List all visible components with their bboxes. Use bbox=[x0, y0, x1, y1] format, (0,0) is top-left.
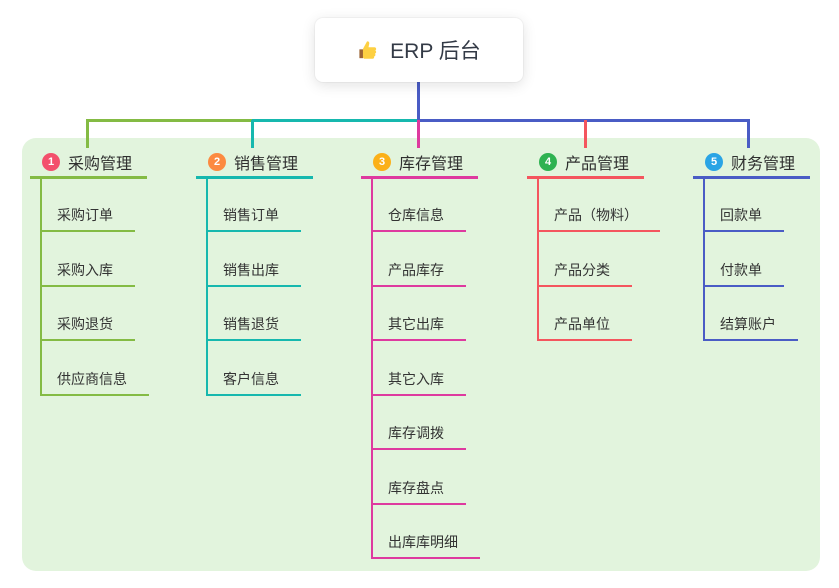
branch-number-badge: 1 bbox=[42, 153, 60, 171]
branch-title-label: 产品管理 bbox=[565, 156, 630, 173]
child-node[interactable]: 销售出库 bbox=[206, 257, 301, 287]
root-connector-line bbox=[417, 82, 420, 122]
branch-underline bbox=[693, 176, 810, 179]
branch-underline bbox=[196, 176, 313, 179]
bus-segment bbox=[417, 119, 750, 122]
branch-spine bbox=[371, 179, 373, 559]
branch-number-badge: 4 bbox=[539, 153, 557, 171]
child-node[interactable]: 库存调拨 bbox=[371, 420, 466, 450]
branch-drop-line bbox=[251, 120, 254, 148]
branch-number-badge: 2 bbox=[208, 153, 226, 171]
branch-title-4[interactable]: 4 产品管理 bbox=[539, 151, 629, 173]
child-node[interactable]: 回款单 bbox=[703, 202, 784, 232]
branch-drop-line bbox=[747, 120, 750, 148]
branch-title-5[interactable]: 5 财务管理 bbox=[705, 151, 795, 173]
child-node[interactable]: 库存盘点 bbox=[371, 475, 466, 505]
child-node[interactable]: 其它出库 bbox=[371, 311, 466, 341]
branch-spine bbox=[206, 179, 208, 396]
root-node-label: ERP 后台 bbox=[390, 40, 481, 63]
child-node[interactable]: 仓库信息 bbox=[371, 202, 466, 232]
branch-number-badge: 3 bbox=[373, 153, 391, 171]
child-node[interactable]: 产品库存 bbox=[371, 257, 466, 287]
root-node[interactable]: ERP 后台 bbox=[315, 18, 523, 82]
branch-spine bbox=[537, 179, 539, 341]
branch-title-label: 库存管理 bbox=[399, 156, 464, 173]
child-node[interactable]: 客户信息 bbox=[206, 366, 301, 396]
branch-title-1[interactable]: 1 采购管理 bbox=[42, 151, 132, 173]
child-node[interactable]: 销售退货 bbox=[206, 311, 301, 341]
child-node[interactable]: 供应商信息 bbox=[40, 366, 149, 396]
branch-underline bbox=[30, 176, 147, 179]
branch-spine bbox=[40, 179, 42, 396]
child-node[interactable]: 结算账户 bbox=[703, 311, 798, 341]
child-node[interactable]: 其它入库 bbox=[371, 366, 466, 396]
branch-drop-line bbox=[417, 120, 420, 148]
child-node[interactable]: 产品单位 bbox=[537, 311, 632, 341]
branch-number-badge: 5 bbox=[705, 153, 723, 171]
child-node[interactable]: 采购入库 bbox=[40, 257, 135, 287]
child-node[interactable]: 销售订单 bbox=[206, 202, 301, 232]
branch-title-label: 财务管理 bbox=[731, 156, 796, 173]
child-node[interactable]: 采购退货 bbox=[40, 311, 135, 341]
branch-title-2[interactable]: 2 销售管理 bbox=[208, 151, 298, 173]
branch-drop-line bbox=[584, 120, 587, 148]
branch-title-label: 采购管理 bbox=[68, 156, 133, 173]
branch-underline bbox=[527, 176, 644, 179]
branch-drop-line bbox=[86, 120, 89, 148]
child-node[interactable]: 付款单 bbox=[703, 257, 784, 287]
branch-spine bbox=[703, 179, 705, 341]
child-node[interactable]: 采购订单 bbox=[40, 202, 135, 232]
child-node[interactable]: 出库库明细 bbox=[371, 529, 480, 559]
bus-segment bbox=[86, 119, 253, 122]
branch-title-3[interactable]: 3 库存管理 bbox=[373, 151, 463, 173]
branch-title-label: 销售管理 bbox=[234, 156, 299, 173]
bus-segment bbox=[252, 119, 418, 122]
child-node[interactable]: 产品分类 bbox=[537, 257, 632, 287]
mindmap-panel bbox=[22, 138, 820, 571]
branch-underline bbox=[361, 176, 478, 179]
child-node[interactable]: 产品（物料） bbox=[537, 202, 660, 232]
thumbs-up-icon bbox=[357, 39, 380, 62]
